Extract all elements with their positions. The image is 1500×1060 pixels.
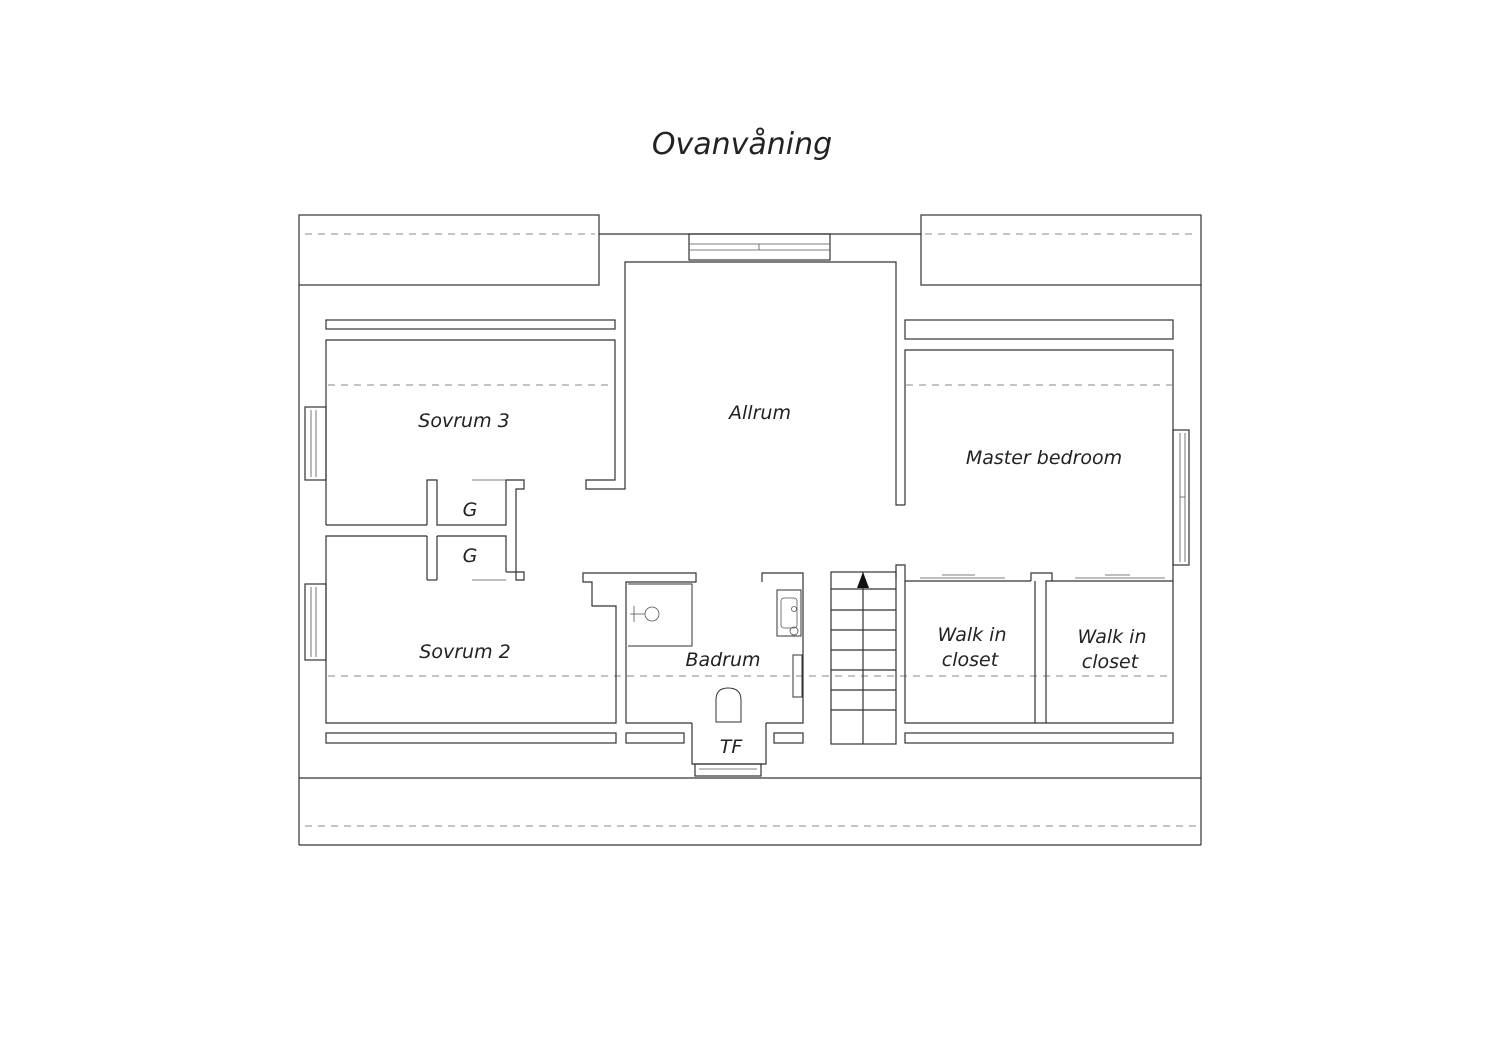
wardrobe-bottom-label: G bbox=[463, 545, 478, 567]
sovrum-2-label: Sovrum 2 bbox=[419, 641, 510, 663]
wardrobes: G G bbox=[426, 479, 525, 581]
allrum-label: Allrum bbox=[727, 402, 791, 424]
closet-b-label-line2: closet bbox=[1082, 651, 1140, 673]
room-allrum: Allrum bbox=[727, 402, 791, 424]
outer-structure bbox=[298, 214, 1202, 846]
knee-walls bbox=[325, 319, 1174, 744]
master-bedroom-label: Master bedroom bbox=[966, 447, 1122, 469]
tf-label: TF bbox=[720, 736, 744, 758]
room-badrum: Badrum TF bbox=[614, 572, 804, 777]
toilet-icon bbox=[715, 687, 742, 723]
room-sovrum-3: Sovrum 3 bbox=[304, 261, 905, 526]
walk-in-closets: Walk in closet Walk in closet bbox=[904, 572, 1174, 724]
room-master-bedroom: Master bedroom bbox=[904, 349, 1190, 572]
sovrum-3-label: Sovrum 3 bbox=[418, 410, 509, 432]
stair-direction-arrow-icon bbox=[857, 572, 869, 588]
sink-icon bbox=[776, 589, 802, 637]
closet-a-label-line2: closet bbox=[942, 649, 1000, 671]
badrum-label: Badrum bbox=[685, 649, 760, 671]
shower-icon bbox=[628, 583, 693, 647]
staircase bbox=[830, 564, 906, 745]
closet-a-label-line1: Walk in bbox=[937, 624, 1006, 646]
wardrobe-top-label: G bbox=[463, 499, 478, 521]
closet-b-label-line1: Walk in bbox=[1077, 626, 1146, 648]
plan-title: Ovanvåning bbox=[652, 127, 832, 162]
room-sovrum-2: Sovrum 2 bbox=[304, 535, 617, 724]
